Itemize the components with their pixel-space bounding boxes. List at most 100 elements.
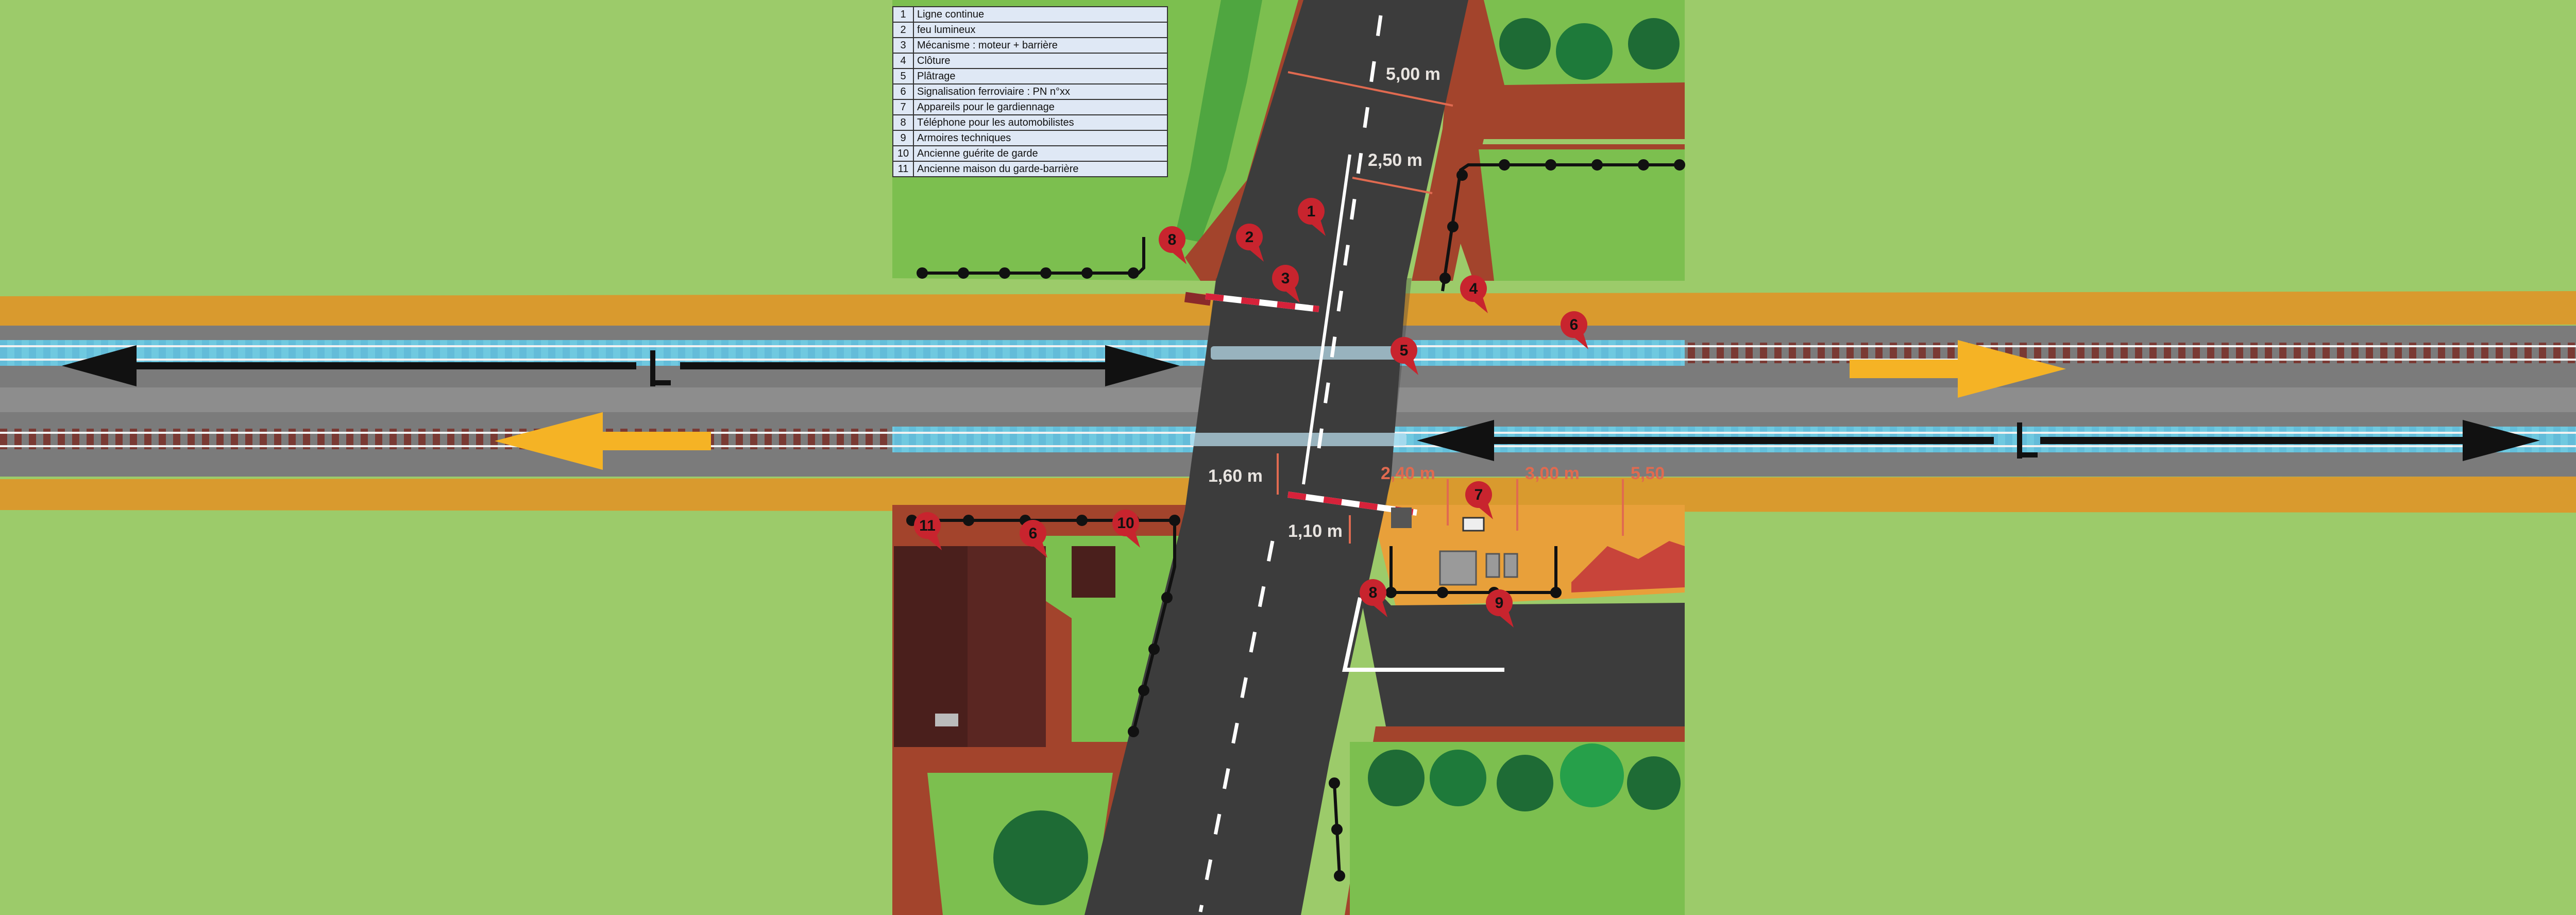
legend-text: Plâtrage [913,68,1168,84]
direction-arrow-bottom-right [2040,420,2540,461]
fence-ne [1439,159,1685,292]
legend-text: Appareils pour le gardiennage [913,99,1168,115]
legend-number: 7 [892,99,914,115]
legend-text: feu lumineux [913,22,1168,38]
platform-sleepers-top [0,340,1685,366]
track-label-top [650,350,671,386]
marker-pin-8: 8 [1159,226,1187,264]
marker-pin-8: 8 [1360,579,1387,617]
guard-hut [1072,546,1115,598]
legend-number: 9 [892,130,914,146]
shrub-se [1571,541,1685,592]
legend-number: 11 [892,161,914,177]
hedge-nw [1175,0,1262,242]
stop-line [1342,597,1504,672]
measure-a: 2,40 m [1381,464,1449,526]
tree-sw [993,810,1088,905]
label-barrier-height: 1,10 m [1288,521,1343,541]
legend-text: Armoires techniques [913,130,1168,146]
trees-se [1368,743,1681,811]
marker-label: 3 [1281,270,1290,287]
marker-label: 5 [1400,342,1409,359]
label-road-width: 5,00 m [1386,64,1440,84]
marker-pin-9: 9 [1486,589,1514,628]
legend-number: 10 [892,145,914,162]
marker-label: 9 [1495,595,1504,612]
main-road [1084,0,1468,915]
marker-label: 6 [1570,316,1579,333]
marker-label: 10 [1117,515,1134,532]
continuous-line [1302,154,1351,485]
road-over-tracks [1185,278,1412,510]
marker-pin-11: 11 [914,512,942,550]
legend-text: Ancienne maison du garde-barrière [913,161,1168,177]
guarding-device [1462,517,1485,532]
technical-cabinet-1 [1439,550,1477,586]
label-distance-a: 2,40 m [1381,464,1435,483]
direction-arrow-bottom-left [1417,420,1994,461]
yellow-arrow-right [1850,340,2066,398]
fence-nw [917,237,1145,279]
fence-se [1329,546,1562,882]
marker-pin-3: 3 [1272,265,1300,303]
lane-marking-bottom [1198,540,1275,912]
direction-arrow-top-right [680,345,1180,386]
measure-c: 5,50 [1622,464,1665,536]
legend-number: 5 [892,68,914,84]
marker-label: 2 [1245,229,1254,246]
direction-arrow-top-left [62,345,636,386]
label-half-road: 2,50 m [1368,150,1422,170]
marker-pin-7: 7 [1465,481,1493,519]
marker-label: 8 [1369,584,1378,601]
marker-label: 1 [1307,203,1316,220]
marker-label: 8 [1168,231,1177,248]
legend-number: 8 [892,114,914,131]
technical-cabinet-3 [1503,553,1518,578]
measure-b: 3,00 m [1516,464,1580,531]
marker-pin-10: 10 [1112,510,1140,548]
technical-cabinet-2 [1485,553,1500,578]
marker-pin-6: 6 [1020,520,1047,558]
marker-pins: 1 2 3 4 5 6 6 7 8 8 9 10 11 [914,198,1588,628]
barrier-south [1287,492,1417,528]
marker-pin-5: 5 [1391,337,1418,375]
legend-number: 6 [892,83,914,100]
legend-text: Téléphone pour les automobilistes [913,114,1168,131]
barrier-north [1184,292,1319,312]
legend-number: 4 [892,53,914,69]
side-road-se [1355,567,1685,726]
marker-pin-4: 4 [1460,275,1488,313]
field-ne-low [1479,149,1685,281]
trees-ne [1499,18,1680,80]
guard-house-window [935,714,958,726]
legend-text: Clôture [913,53,1168,69]
measure-road-width: 5,00 m [1287,64,1453,107]
label-distance-c: 5,50 [1631,464,1665,483]
crossing-plate-top [1211,346,1401,360]
marker-label: 6 [1029,525,1038,542]
legend-text: Mécanisme : moteur + barrière [913,37,1168,54]
legend-text: Ligne continue [913,6,1168,23]
measure-barrier-height: 1,10 m [1288,515,1351,544]
guard-house-roof [968,546,1046,747]
measure-barrier-distance: 1,60 m [1208,453,1279,495]
legend-text: Ancienne guérite de garde [913,145,1168,162]
marker-pin-6: 6 [1561,311,1588,349]
label-barrier-distance: 1,60 m [1208,466,1263,486]
legend-number: 2 [892,22,914,38]
marker-pin-2: 2 [1236,224,1264,262]
marker-label: 4 [1469,280,1478,297]
